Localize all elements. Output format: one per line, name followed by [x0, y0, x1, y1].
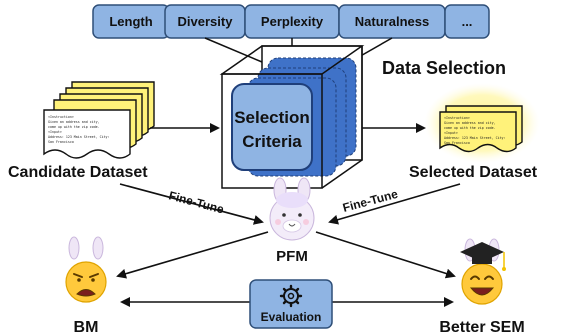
- candidate-doc-line-4: <Input>: [48, 130, 62, 134]
- evaluation-label: Evaluation: [261, 310, 322, 324]
- selected-doc-line-1: <Instruction>: [444, 116, 470, 120]
- llama-icon: [269, 177, 315, 241]
- candidate-doc-line-5: Address: 123 Main Street, City:: [48, 135, 110, 139]
- fine-tune-label-left: Fine-Tune: [167, 188, 225, 216]
- gear-icon: [279, 284, 303, 308]
- metric-bar: Length Diversity Perplexity Naturalness …: [92, 4, 490, 39]
- selected-doc-line-2: Given an address and city,: [444, 121, 496, 125]
- fine-tune-arrow-right: [328, 183, 461, 225]
- selected-doc-line-6: San Francisco: [444, 141, 470, 145]
- selection-cube: Selection Criteria: [219, 45, 365, 189]
- candidate-doc-line-1: <Instruction>: [48, 115, 74, 119]
- arrow-to-bm: [116, 231, 269, 279]
- criteria-label-line1: Selection: [234, 108, 310, 127]
- selected-doc-line-5: Address: 123 Main Street, City:: [444, 136, 506, 140]
- candidate-doc-line-3: come up with the zip code.: [48, 125, 100, 129]
- selected-dataset-icon: <Instruction> Given an address and city,…: [424, 83, 540, 163]
- candidate-dataset-label: Candidate Dataset: [8, 164, 148, 181]
- metric-label-more: ...: [462, 14, 473, 29]
- evaluation-box: Evaluation: [249, 279, 333, 329]
- metric-box-more: [444, 4, 490, 39]
- metric-label-length: Length: [109, 14, 152, 29]
- metric-label-perplexity: Perplexity: [261, 14, 324, 29]
- candidate-doc-line-2: Given an address and city,: [48, 120, 100, 124]
- selected-doc-line-3: come up with the zip code.: [444, 126, 496, 130]
- selected-dataset-label: Selected Dataset: [409, 164, 538, 181]
- selected-doc-line-4: <Input>: [444, 131, 458, 135]
- metric-label-naturalness: Naturalness: [355, 14, 429, 29]
- metric-label-diversity: Diversity: [178, 14, 234, 29]
- arrow-to-sem: [315, 231, 456, 279]
- candidate-doc-line-6: San Francisco: [48, 140, 74, 144]
- bm-label: BM: [74, 319, 99, 335]
- candidate-dataset-icon: <Instruction> Given an address and city,…: [43, 81, 155, 159]
- better-sem-label: Better SEM: [439, 319, 524, 335]
- graduation-cap-icon: [460, 242, 506, 271]
- data-selection-title: Data Selection: [382, 58, 506, 78]
- criteria-label-line2: Criteria: [242, 132, 302, 151]
- angry-face-icon: [65, 236, 107, 303]
- fine-tune-arrow-left: [119, 183, 264, 225]
- pfm-label: PFM: [276, 248, 308, 265]
